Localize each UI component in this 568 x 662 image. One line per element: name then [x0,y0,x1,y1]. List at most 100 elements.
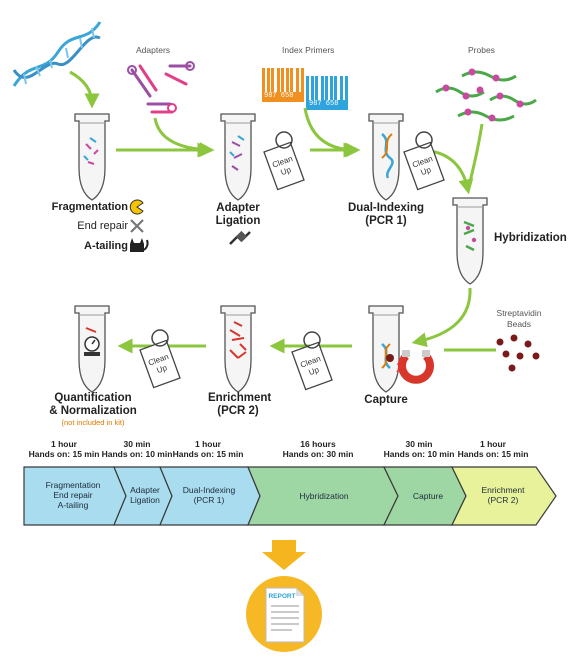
clean-up-tag-3: Clean Up [291,331,333,391]
pacman-icon [129,199,144,215]
enrichment-label: Enrichment (PCR 2) [208,392,272,418]
timeline-label-3-line-2: (PCR 1) [193,495,225,505]
arrow-primers-to-indexing [303,107,361,158]
streptavidin-line-2: Beads [506,319,532,329]
enrichment-line-1: Enrichment [208,392,272,404]
probes-icon [435,68,537,122]
timeline-bar [23,466,557,526]
tube-hybridization [452,197,488,285]
clean-up-tag-4: Clean Up [139,329,181,389]
a-tailing-label: A-tailing [84,240,128,252]
timeline-label-1-line-1: Fragmentation [45,480,101,490]
arrow-hybridization-to-capture [411,287,472,348]
timeline-label-2-line-2: Ligation [130,495,160,505]
adapter-ligation-line-1: Adapter [216,202,260,214]
timeline-label-3: Dual-Indexing (PCR 1) [170,485,248,505]
timeline-label-3-line-1: Dual-Indexing [182,485,236,495]
timeline-label-2-line-1: Adapter [130,485,160,495]
tube-fragmentation [74,113,110,201]
plug-icon [229,230,251,245]
capture-label: Capture [364,394,408,406]
streptavidin-beads-icon [496,334,540,372]
svg-text:Up: Up [280,165,293,177]
index-primers-label: Index Primers [282,45,335,55]
timeline-time-4-duration: 16 hours [300,439,336,449]
svg-text:Up: Up [156,363,169,375]
barcode-left-number: 987 658 [264,92,294,100]
dual-indexing-line-1: Dual-Indexing [347,202,425,214]
quantification-line-1: Quantification [54,392,132,404]
streptavidin-label: Streptavidin Beads [492,308,546,330]
timeline-time-4: 16 hours Hands on: 30 min [276,439,360,459]
timeline-label-1-line-2: End repair [53,490,93,500]
svg-text:Up: Up [420,165,433,177]
timeline-time-5-duration: 30 min [405,439,433,449]
enrichment-line-2: (PCR 2) [217,405,259,417]
tube-capture [368,305,404,393]
tube-dual-indexing [368,113,404,201]
timeline-time-2-handson: Hands on: 10 min [101,449,173,459]
down-arrow-icon [262,540,306,570]
timeline-time-3-handson: Hands on: 15 min [172,449,244,459]
timeline-label-2: Adapter Ligation [122,485,168,505]
timeline-segment-6 [451,466,557,526]
timeline-time-5-handson: Hands on: 10 min [383,449,455,459]
dual-indexing-line-2: (PCR 1) [365,215,407,227]
report-label: REPORT [268,593,296,600]
timeline-time-2: 30 min Hands on: 10 min [100,439,174,459]
tube-adapter-ligation [220,113,256,201]
hybridization-label: Hybridization [494,232,567,244]
adapter-ligation-line-2: Ligation [215,215,261,227]
arrow-probes-to-hybridization [466,123,484,191]
dual-indexing-label: Dual-Indexing (PCR 1) [346,202,426,228]
arrow-adapters-to-ligation [153,117,215,158]
timeline-label-6-line-1: Enrichment [481,485,525,495]
svg-text:Up: Up [308,365,321,377]
adapters-label: Adapters [136,45,171,55]
timeline-time-5: 30 min Hands on: 10 min [380,439,458,459]
timeline-time-4-handson: Hands on: 30 min [282,449,354,459]
timeline-label-1: Fragmentation End repair A-tailing [34,480,112,510]
probes-label: Probes [468,45,495,55]
adapter-ligation-label: Adapter Ligation [208,202,268,228]
clean-up-tag-2: Clean Up [403,131,445,191]
end-repair-label: End repair [77,220,128,232]
not-included-note: (not included in kit) [61,418,125,427]
timeline-time-1-handson: Hands on: 15 min [28,449,100,459]
quantification-label: Quantification & Normalization [46,392,140,418]
timeline-time-1: 1 hour Hands on: 15 min [22,439,106,459]
report-document-icon [265,587,305,643]
timeline-time-6-duration: 1 hour [480,439,506,449]
lightning-icon [396,357,405,373]
barcode-right-number: 987 658 [309,100,339,108]
timeline-label-5: Capture [400,491,456,501]
timeline-label-4-line-1: Hybridization [299,491,349,501]
adapters-icon [127,61,195,114]
timeline-label-5-line-1: Capture [412,491,444,501]
tools-icon [130,219,144,233]
clean-up-tag-1: Clean Up [263,131,305,191]
timeline-time-1-duration: 1 hour [51,439,77,449]
magnet-icon [398,350,434,384]
streptavidin-line-1: Streptavidin [496,308,542,318]
dna-helix-icon [12,21,102,87]
index-primer-barcode-blue [306,76,348,110]
timeline-time-3-duration: 1 hour [195,439,221,449]
timeline-time-6-handson: Hands on: 15 min [457,449,529,459]
fragmentation-label: Fragmentation [51,201,128,213]
quantification-line-2: & Normalization [49,405,137,417]
timeline-time-3: 1 hour Hands on: 15 min [166,439,250,459]
index-primer-barcode-orange [262,68,304,102]
timeline-time-6: 1 hour Hands on: 15 min [454,439,532,459]
timeline-label-1-line-3: A-tailing [57,500,89,510]
cat-icon [130,238,149,252]
timeline-time-2-duration: 30 min [123,439,151,449]
tube-enrichment [220,305,256,393]
timeline-label-6-line-2: (PCR 2) [487,495,519,505]
timeline-label-4: Hybridization [276,491,372,501]
arrow-dna-to-tube [69,70,100,109]
timeline-label-6: Enrichment (PCR 2) [468,485,538,505]
tube-quantification [74,305,110,393]
